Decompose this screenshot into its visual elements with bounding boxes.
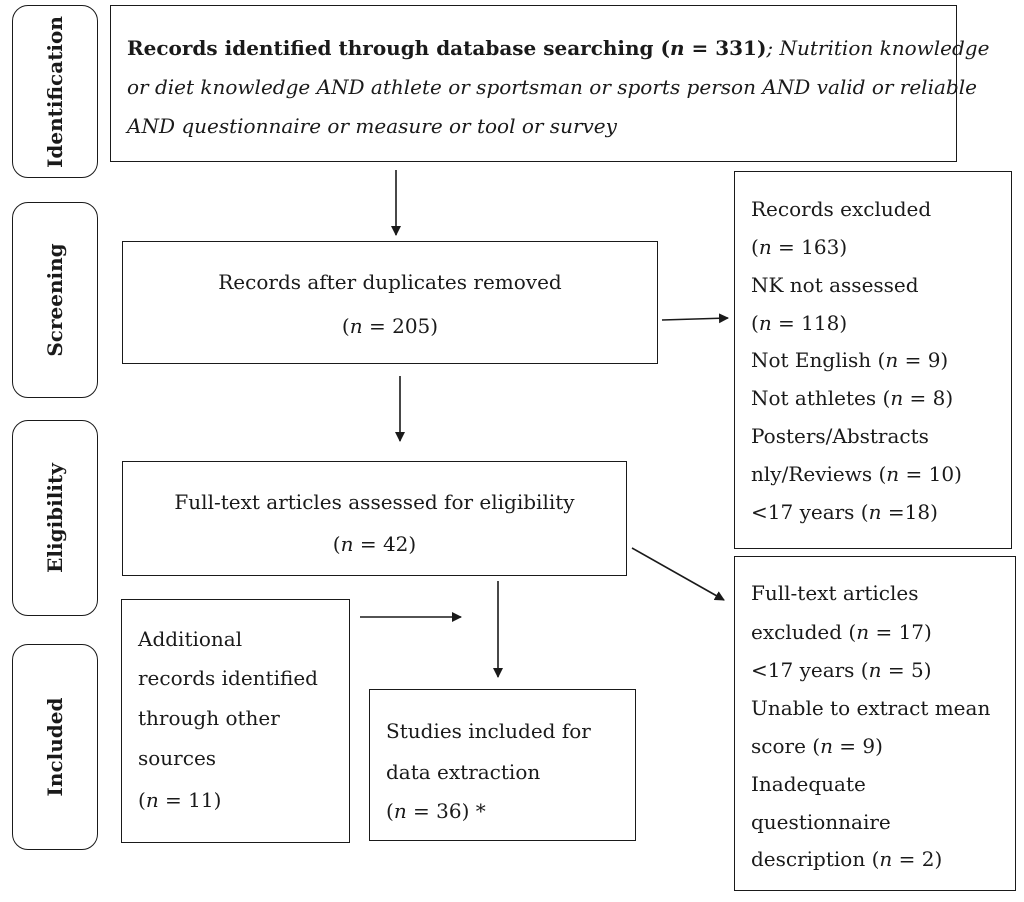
ft-excluded-line-6: Inadequate [751,772,866,796]
stage-eligibility: Eligibility [12,420,98,616]
excluded-line-5: Not English (n = 9) [751,348,949,372]
ft-excluded-line-5: score (n = 9) [751,734,883,758]
additional-line-2: records identified [138,666,318,690]
included-line-1: Studies included for [386,719,591,743]
stage-identification: Identification [12,5,98,178]
additional-line-3: through other [138,706,280,730]
identification-count: = 331) [684,36,767,60]
additional-records-box: Additional records identified through ot… [121,599,350,843]
screening-count: (n = 205) [341,314,439,338]
identification-search-terms-1: ; Nutrition knowledge [766,36,990,60]
records-excluded-box: Records excluded (n = 163) NK not assess… [734,171,1012,549]
additional-line-4: sources [138,746,217,770]
excluded-line-8: nly/Reviews (n = 10) [751,462,962,486]
identification-bold-text: Records identified through database sear… [127,36,670,60]
fulltext-excluded-box: Full-text articles excluded (n = 17) <17… [734,556,1016,891]
ft-excluded-line-8: description (n = 2) [751,847,943,871]
eligibility-count: (n = 42) [332,532,417,556]
additional-line-1: Additional [138,627,243,651]
ft-excluded-line-1: Full-text articles [751,581,919,605]
included-count: (n = 36) * [386,799,486,823]
excluded-line-4: (n = 118) [751,311,848,335]
studies-included-box: Studies included for data extraction (n … [369,689,636,841]
arrow-eligibility-to-ft-excluded [631,547,725,601]
ft-excluded-line-4: Unable to extract mean [751,696,991,720]
eligibility-line-1: Full-text articles assessed for eligibil… [174,490,575,514]
included-line-2: data extraction [386,760,541,784]
excluded-line-1: Records excluded [751,197,932,221]
screening-line-1: Records after duplicates removed [218,270,562,294]
excluded-line-9: <17 years (n =18) [751,500,938,524]
identification-line-1: Records identified through database sear… [127,36,989,60]
excluded-line-3: NK not assessed [751,273,919,297]
ft-excluded-line-2: excluded (n = 17) [751,620,932,644]
screening-box: Records after duplicates removed (n = 20… [122,241,658,364]
excluded-line-7: Posters/Abstracts [751,424,929,448]
n-label: n [669,36,685,60]
ft-excluded-line-3: <17 years (n = 5) [751,658,932,682]
eligibility-box: Full-text articles assessed for eligibil… [122,461,627,576]
identification-line-2: or diet knowledge AND athlete or sportsm… [127,75,977,99]
ft-excluded-line-7: questionnaire [751,810,891,834]
stage-screening: Screening [12,202,98,398]
additional-count: (n = 11) [138,788,222,812]
arrow-screening-to-excluded [661,313,729,324]
stage-included: Included [12,644,98,850]
excluded-line-2: (n = 163) [751,235,848,259]
excluded-line-6: Not athletes (n = 8) [751,386,954,410]
identification-box: Records identified through database sear… [110,5,989,162]
identification-line-3: AND questionnaire or measure or tool or … [127,114,617,138]
